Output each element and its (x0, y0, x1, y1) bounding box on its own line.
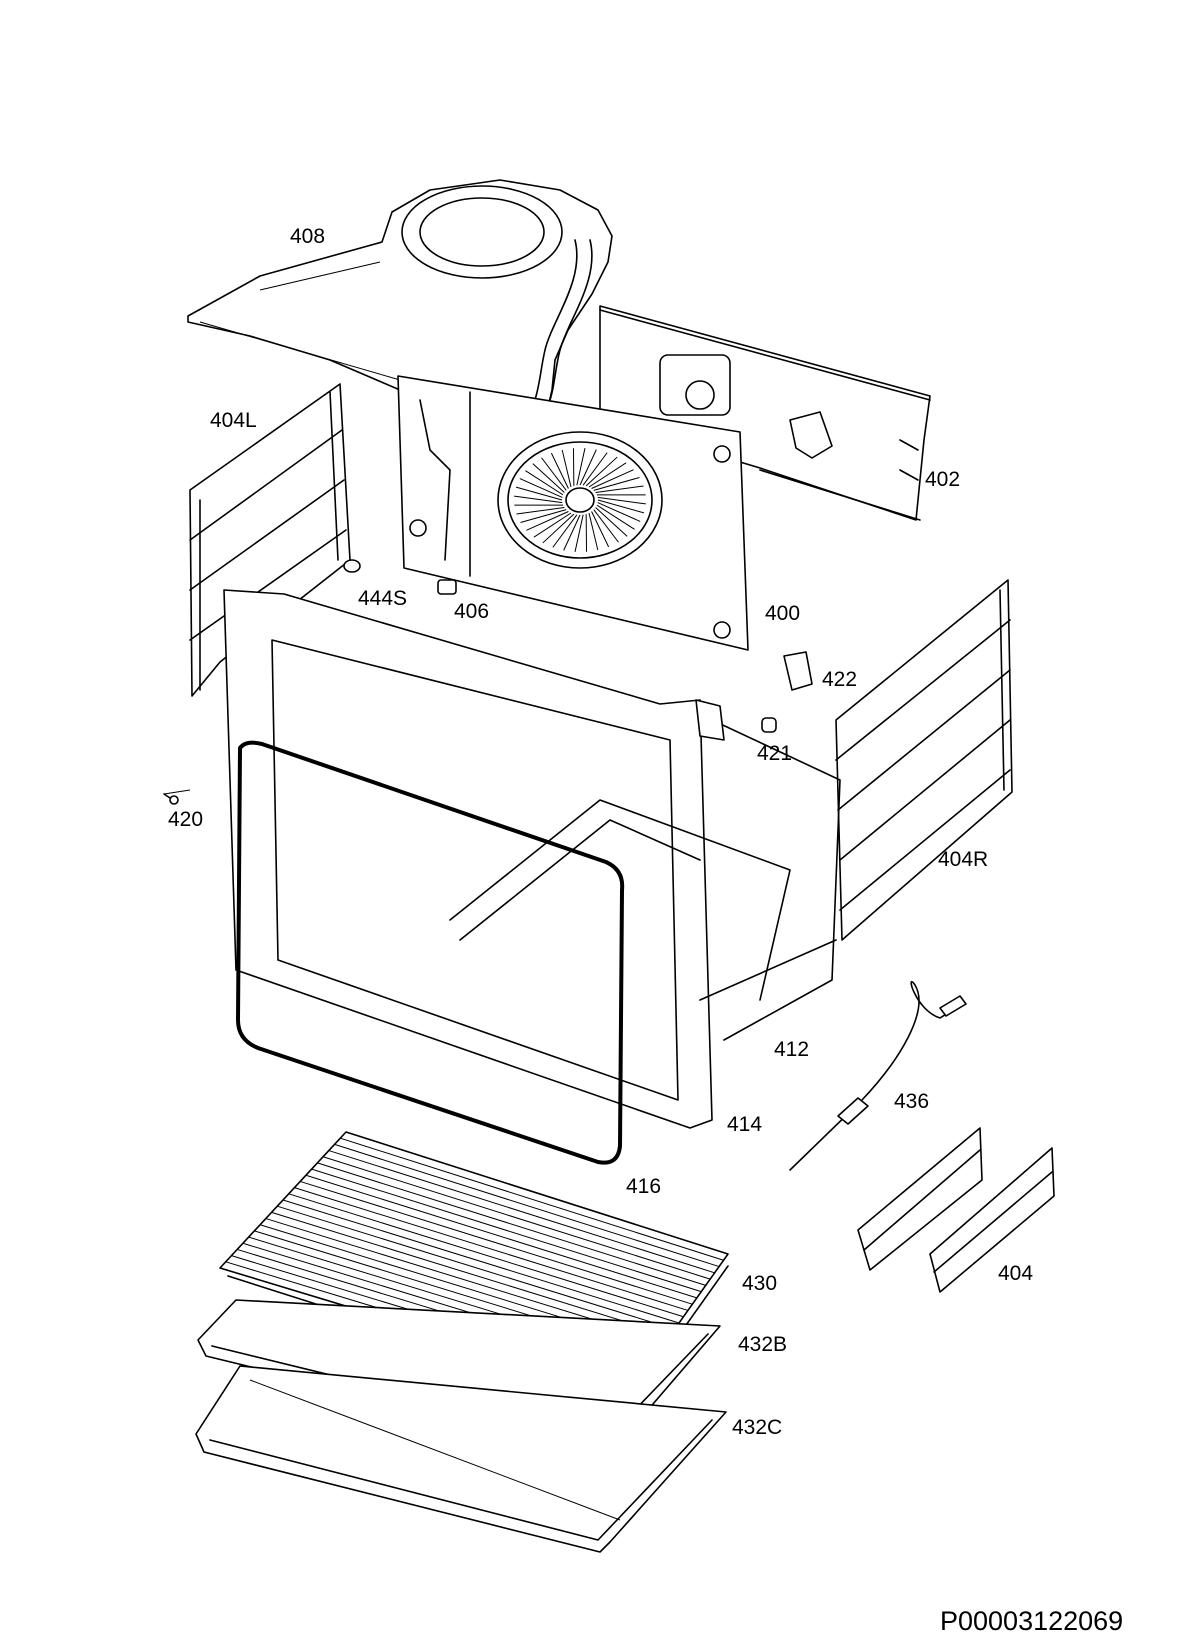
label-436: 436 (894, 1090, 929, 1113)
label-432B: 432B (738, 1333, 787, 1356)
label-420: 420 (168, 808, 203, 831)
part-412-414-oven-frame[interactable] (224, 590, 840, 1128)
label-404: 404 (998, 1262, 1033, 1285)
label-422: 422 (822, 668, 857, 691)
part-422-connector[interactable] (784, 652, 812, 690)
part-421-bulb[interactable] (762, 718, 776, 732)
label-414: 414 (727, 1113, 762, 1136)
label-404R: 404R (938, 848, 988, 871)
part-406-screw[interactable] (438, 580, 456, 594)
label-412: 412 (774, 1038, 809, 1061)
label-444S: 444S (358, 587, 407, 610)
label-406: 406 (454, 600, 489, 623)
label-402: 402 (925, 468, 960, 491)
label-408: 408 (290, 225, 325, 248)
label-416: 416 (626, 1175, 661, 1198)
part-444S-nut[interactable] (344, 560, 360, 572)
part-420-screw[interactable] (164, 794, 178, 804)
label-432C: 432C (732, 1416, 782, 1439)
label-430: 430 (742, 1272, 777, 1295)
part-404R-right-rack[interactable] (836, 580, 1012, 940)
label-404L: 404L (210, 409, 257, 432)
document-code: P00003122069 (940, 1606, 1123, 1636)
label-400: 400 (765, 602, 800, 625)
leader-lines (164, 790, 190, 794)
part-436-meat-probe[interactable] (790, 982, 966, 1170)
label-421: 421 (757, 742, 792, 765)
